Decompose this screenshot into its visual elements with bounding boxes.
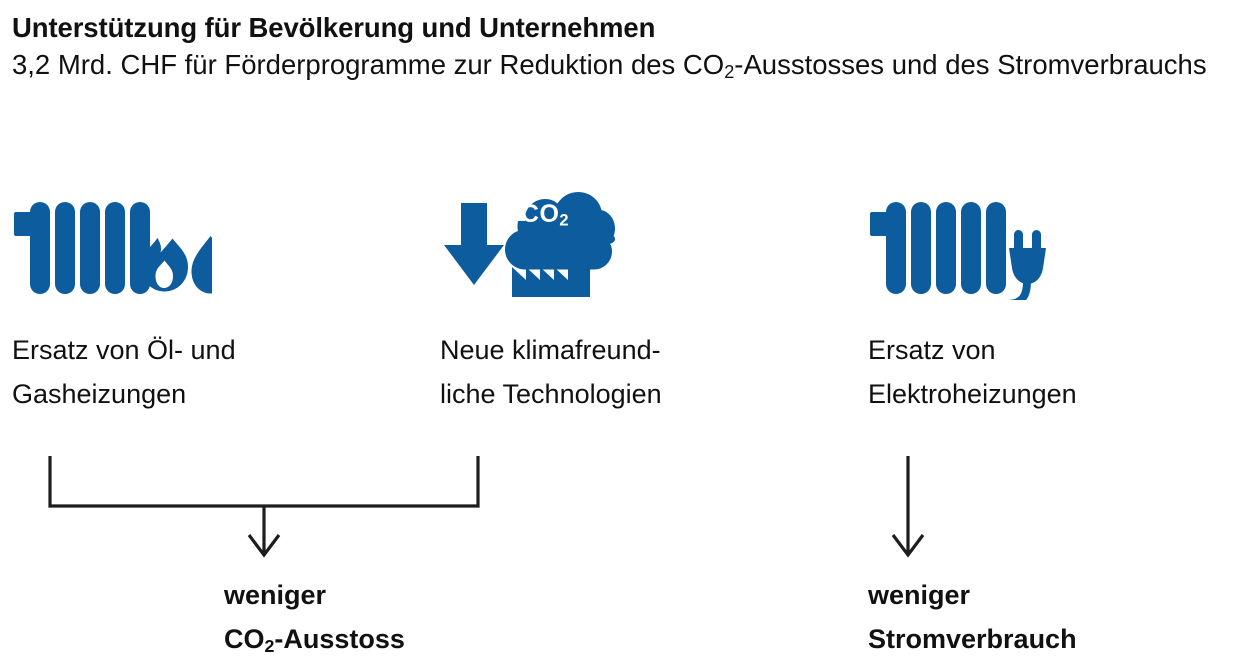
connector-diagram <box>0 440 1235 570</box>
co2-cloud-label-subscript: 2 <box>559 211 570 230</box>
caption-electric-heating-line2: Elektroheizungen <box>868 379 1077 409</box>
caption-electric-heating: Ersatz von Elektroheizungen <box>868 328 1228 416</box>
header: Unterstützung für Bevölkerung und Untern… <box>12 10 1227 84</box>
caption-oil-gas: Ersatz von Öl- und Gasheizungen <box>12 328 432 416</box>
outcome-less-co2-subscript: 2 <box>264 635 275 656</box>
caption-oil-gas-line1: Ersatz von Öl- und <box>12 335 236 365</box>
page-title: Unterstützung für Bevölkerung und Untern… <box>12 12 656 43</box>
caption-oil-gas-line2: Gasheizungen <box>12 379 187 409</box>
caption-new-technologies: Neue klimafreund- liche Technologien <box>440 328 860 416</box>
outcome-less-electricity: weniger Stromverbrauch <box>868 573 1077 661</box>
bracket-oil-tech <box>48 456 480 508</box>
subtitle-text-line2: des Stromverbrauchs <box>945 49 1207 80</box>
outcome-less-electricity-line2: Stromverbrauch <box>868 617 1077 661</box>
outcome-less-electricity-line1: weniger <box>868 580 971 610</box>
caption-electric-heating-line1: Ersatz von <box>868 335 996 365</box>
co2-cloud-label: CO2 <box>505 200 585 229</box>
outcome-less-co2-line2: CO2-Ausstoss <box>224 617 405 661</box>
caption-new-technologies-line2: liche Technologien <box>440 379 662 409</box>
arrow-head-co2 <box>247 534 281 558</box>
icon-slot-oil-gas <box>12 180 432 310</box>
co2-reduction-factory-icon <box>444 192 615 297</box>
outcome-less-co2-line1: weniger <box>224 580 327 610</box>
column-new-technologies: Neue klimafreund- liche Technologien <box>440 180 860 416</box>
outcome-less-co2-line2-b: -Ausstoss <box>274 624 405 654</box>
subtitle-subscript: 2 <box>724 61 735 82</box>
outcome-less-co2-line2-a: CO <box>224 624 265 654</box>
connector-lines <box>48 456 925 558</box>
outcome-less-electricity-line2-a: Stromverbrauch <box>868 624 1077 654</box>
icon-slot-new-technologies <box>440 180 860 310</box>
radiator-flame-droplet-icon <box>14 202 212 294</box>
outcome-less-co2: weniger CO2-Ausstoss <box>224 573 405 661</box>
radiator-plug-icon <box>870 202 1046 300</box>
page-subtitle: 3,2 Mrd. CHF für Förderprogramme zur Red… <box>12 46 1227 84</box>
caption-new-technologies-line1: Neue klimafreund- <box>440 335 661 365</box>
co2-cloud-label-text: CO <box>520 200 560 228</box>
column-electric-heating: Ersatz von Elektroheizungen <box>868 180 1228 416</box>
arrow-head-electricity <box>891 534 925 558</box>
subtitle-text-part2: -Ausstosses und <box>734 49 938 80</box>
column-oil-gas: Ersatz von Öl- und Gasheizungen <box>12 180 432 416</box>
icon-slot-electric-heating <box>868 180 1228 310</box>
subtitle-text-part1: 3,2 Mrd. CHF für Förderprogramme zur Red… <box>12 49 725 80</box>
